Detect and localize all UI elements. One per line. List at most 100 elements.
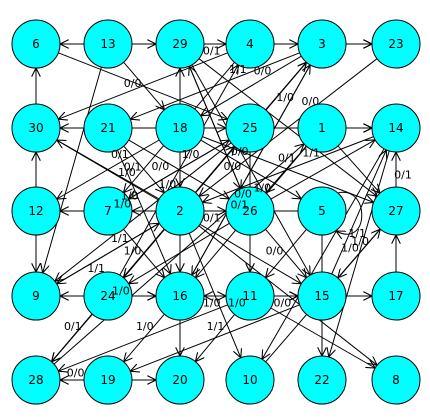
node-circle [225, 186, 275, 236]
graph-node-1: 1 [297, 103, 347, 153]
edge-label: 1/0 [112, 284, 130, 297]
graph-node-9: 9 [11, 271, 61, 321]
edge-label: 0/0 [152, 160, 170, 173]
node-circle [225, 355, 275, 405]
node-circle [371, 103, 421, 153]
edge-15-to-19 [130, 304, 300, 371]
node-circle [11, 19, 61, 69]
edge-label: 1/0 [136, 320, 154, 333]
node-circle [297, 186, 347, 236]
node-label: 11 [242, 289, 257, 303]
node-circle [297, 271, 347, 321]
node-label: 14 [388, 121, 403, 135]
edge-9-to-2 [56, 223, 160, 285]
node-circle [155, 355, 205, 405]
node-circle [371, 186, 421, 236]
graph-node-28: 28 [11, 355, 61, 405]
graph-node-19: 19 [83, 355, 133, 405]
node-circle [83, 19, 133, 69]
node-label: 12 [28, 204, 43, 218]
graph-node-4: 4 [225, 19, 275, 69]
edge-label: 1/0 [121, 190, 139, 203]
node-label: 30 [28, 121, 43, 135]
node-label: 10 [242, 373, 257, 387]
node-label: 1 [318, 121, 326, 135]
edge-label: 0/0 [254, 65, 272, 78]
node-circle [225, 19, 275, 69]
node-label: 23 [388, 37, 403, 51]
node-label: 2 [176, 204, 184, 218]
edge-25-to-9 [55, 142, 232, 281]
edge-label: 1/0 [341, 242, 359, 255]
edge-label: 0/1 [203, 45, 221, 58]
graph-node-30: 30 [11, 103, 61, 153]
edge-label: 0/0 [274, 297, 292, 310]
graph-node-11: 11 [225, 271, 275, 321]
graph-node-18: 18 [155, 103, 205, 153]
node-label: 16 [172, 289, 187, 303]
node-circle [371, 271, 421, 321]
node-label: 4 [246, 37, 254, 51]
graph-node-24: 24 [83, 271, 133, 321]
node-label: 3 [318, 37, 326, 51]
node-circle [225, 271, 275, 321]
node-label: 22 [314, 373, 329, 387]
graph-node-5: 5 [297, 186, 347, 236]
node-circle [83, 355, 133, 405]
node-label: 26 [242, 204, 257, 218]
edge-label: 0/0 [234, 188, 252, 201]
edge-label: 1/0 [203, 297, 221, 310]
edge-24-to-4 [119, 65, 238, 276]
graph-node-15: 15 [297, 271, 347, 321]
edge-label: 0/0 [266, 244, 284, 257]
edges-layer [36, 44, 396, 380]
edge-16-to-3 [191, 65, 310, 276]
node-label: 25 [242, 121, 257, 135]
node-circle [83, 186, 133, 236]
graph-node-22: 22 [297, 355, 347, 405]
graph-node-20: 20 [155, 355, 205, 405]
node-circle [371, 355, 421, 405]
node-circle [83, 271, 133, 321]
edge-label: 1/0 [276, 91, 294, 104]
edge-3-to-21 [130, 52, 300, 119]
edge-label: 0/0 [67, 367, 85, 380]
node-label: 18 [172, 121, 187, 135]
edge-label: 1/0 [182, 148, 200, 161]
graph-node-10: 10 [225, 355, 275, 405]
edge-label: 0/0 [302, 95, 320, 108]
edge-label: 0/1 [124, 161, 142, 174]
edge-26-to-29 [189, 66, 242, 190]
edge-5-to-11 [266, 228, 307, 277]
edge-label: 0/1 [203, 212, 221, 225]
graph-node-6: 6 [11, 19, 61, 69]
graph-node-21: 21 [83, 103, 133, 153]
graph-node-8: 8 [371, 355, 421, 405]
edge-label: 0/1 [278, 151, 296, 164]
edge-label: 0/1 [111, 148, 129, 161]
graph-node-27: 27 [371, 186, 421, 236]
graph-node-3: 3 [297, 19, 347, 69]
node-circle [83, 103, 133, 153]
node-circle [11, 355, 61, 405]
edge-15-to-14 [331, 150, 387, 275]
node-label: 9 [32, 289, 40, 303]
edge-21-to-16 [117, 149, 171, 274]
graph-node-13: 13 [83, 19, 133, 69]
node-label: 24 [100, 289, 115, 303]
node-circle [155, 186, 205, 236]
edge-label: 1/0 [118, 166, 136, 179]
edge-label: 0/1 [230, 199, 248, 212]
node-circle [225, 103, 275, 153]
edge-label: 1/1 [207, 320, 225, 333]
node-circle [297, 355, 347, 405]
edge-21-to-2 [123, 145, 165, 193]
edge-label: 1/0 [351, 235, 369, 248]
edge-self-loop-5 [336, 191, 363, 234]
edge-label: 0/1 [64, 320, 82, 333]
node-circle [155, 103, 205, 153]
edge-11-to-28 [58, 304, 228, 371]
node-label: 6 [32, 37, 40, 51]
edge-label: 1/0 [253, 181, 271, 194]
